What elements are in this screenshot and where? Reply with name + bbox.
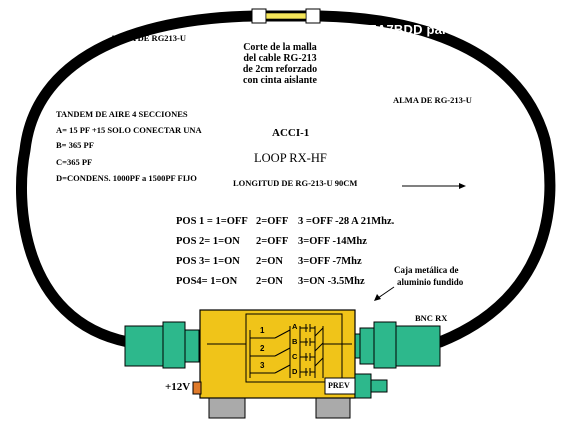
alma-right-label: ALMA DE RG-213-U [393, 95, 472, 105]
caja-line-2: aluminio fundido [397, 277, 464, 287]
alma-left-label: ALMA DE RG213-U [110, 33, 187, 43]
prev-connector-body [370, 379, 388, 393]
box-foot-left [208, 397, 246, 419]
cap-letter-b: B [292, 337, 298, 346]
corte-line-1: Corte de la malla [243, 42, 317, 53]
tandem-d: D=CONDENS. 1000PF a 1500PF FIJO [56, 173, 197, 183]
switch-number-3: 3 [260, 361, 265, 370]
shield-cut-right-sleeve [305, 8, 321, 24]
position-row-4-pos: POS4= 1=ON [176, 276, 238, 287]
switch-bank [249, 326, 291, 378]
position-row-3-s2: 2=ON [256, 256, 283, 267]
position-row-2-s3: 3=OFF -14Mhz [298, 236, 367, 247]
tandem-title: TANDEM DE AIRE 4 SECCIONES [56, 109, 188, 119]
position-row-2-s2: 2=OFF [256, 236, 289, 247]
bnc-label: BNC RX [415, 313, 448, 323]
prev-connector-nut [354, 373, 372, 399]
position-row-4-s3: 3=ON -3.5Mhz [298, 276, 365, 287]
right-connector-flange [359, 327, 375, 365]
prev-label: PREV [328, 381, 350, 390]
power-connector [192, 381, 202, 395]
longitud-label: LONGITUD DE RG-213-U 90CM [233, 178, 358, 188]
model-label: ACCI-1 [272, 127, 310, 139]
cap-letter-d: D [292, 367, 298, 376]
left-connector-nut [162, 321, 186, 369]
corte-note: Corte de la malla del cable RG-213 de 2c… [225, 42, 335, 86]
position-row-3-s3: 3=OFF -7Mhz [298, 256, 362, 267]
shield-cut-left-sleeve [251, 8, 267, 24]
cap-letter-c: C [292, 352, 298, 361]
loop-title: LOOP RX-HF [254, 151, 327, 165]
position-row-2-pos: POS 2= 1=ON [176, 236, 240, 247]
right-connector-body [395, 325, 441, 367]
position-row-1-pos: POS 1 = 1=OFF [176, 216, 248, 227]
left-connector-body [124, 325, 166, 367]
corte-line-4: con cinta aislante [243, 75, 317, 86]
corte-line-3: de 2cm reforzado [242, 64, 318, 75]
left-connector-flange [184, 329, 200, 363]
switch-number-2: 2 [260, 344, 265, 353]
caja-arrow [377, 286, 395, 299]
direction-arrow-head [459, 183, 466, 189]
cap-letter-a: A [292, 322, 298, 331]
tandem-a: A= 15 PF +15 SOLO CONECTAR UNA [56, 125, 202, 135]
right-connector-nut [373, 321, 397, 369]
corte-line-2: del cable RG-213 [243, 53, 317, 64]
shield-cut-gap [265, 12, 307, 20]
capacitor-bank [299, 324, 342, 378]
position-row-4-s2: 2=ON [256, 276, 283, 287]
tandem-b: B= 365 PF [56, 140, 94, 150]
switch-number-1: 1 [260, 326, 265, 335]
power-label: +12V [165, 381, 191, 393]
position-row-1-s3: 3 =OFF -28 A 21Mhz. [298, 216, 395, 227]
caja-line-1: Caja metálica de [394, 265, 459, 275]
caja-arrow-head [374, 294, 381, 301]
tandem-c: C=365 PF [56, 157, 93, 167]
position-row-3-pos: POS 3= 1=ON [176, 256, 240, 267]
box-foot-right [315, 397, 351, 419]
watermark: EA7BDD para www.cb27.com [368, 22, 555, 37]
inner-board [245, 313, 343, 383]
position-row-1-s2: 2=OFF [256, 216, 289, 227]
